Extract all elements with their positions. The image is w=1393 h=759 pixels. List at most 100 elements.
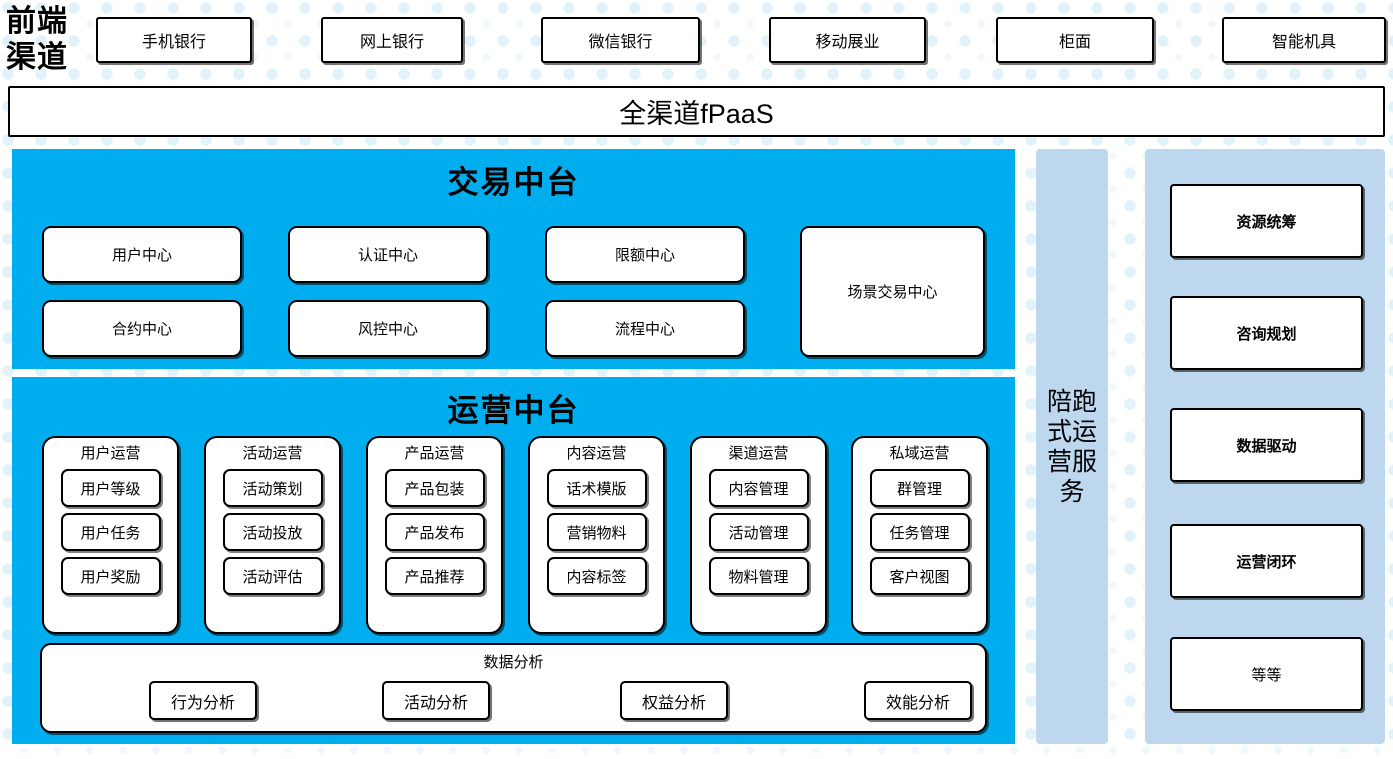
ops-column-title: 用户运营 (80, 445, 141, 462)
ops-item-6-2[interactable]: 任务管理 (869, 513, 970, 551)
ops-item-label: 话术模版 (566, 480, 627, 498)
channel-box-1[interactable]: 手机银行 (96, 17, 252, 63)
channel-box-2[interactable]: 网上银行 (321, 17, 463, 63)
analysis-item-2[interactable]: 活动分析 (382, 681, 490, 720)
capability-item-label: 咨询规划 (1236, 325, 1297, 343)
analysis-item-label: 效能分析 (885, 694, 950, 712)
trade-box-6[interactable]: 流程中心 (545, 300, 745, 357)
ops-column-title: 私域运营 (889, 445, 950, 462)
ops-item-2-3[interactable]: 活动评估 (222, 557, 323, 595)
trade-box-1[interactable]: 用户中心 (42, 226, 242, 283)
trade-box-label: 流程中心 (614, 321, 675, 338)
trade-box-scene-transaction-center[interactable]: 场景交易中心 (800, 226, 985, 357)
channel-box-label: 手机银行 (141, 34, 206, 51)
ops-item-label: 内容标签 (566, 568, 627, 586)
ops-item-label: 活动评估 (242, 568, 303, 586)
channel-box-4[interactable]: 移动展业 (769, 17, 926, 63)
ops-column-2[interactable]: 活动运营活动策划活动投放活动评估 (204, 436, 341, 634)
analysis-item-1[interactable]: 行为分析 (149, 681, 257, 720)
channel-box-6[interactable]: 智能机具 (1222, 17, 1386, 63)
ops-item-5-1[interactable]: 内容管理 (708, 469, 809, 507)
ops-item-5-3[interactable]: 物料管理 (708, 557, 809, 595)
analysis-item-4[interactable]: 效能分析 (864, 681, 972, 720)
ops-item-4-3[interactable]: 内容标签 (546, 557, 647, 595)
ops-column-1[interactable]: 用户运营用户等级用户任务用户奖励 (42, 436, 179, 634)
trade-box-label: 用户中心 (111, 247, 172, 264)
trade-box-label: 合约中心 (111, 321, 172, 338)
analysis-item-label: 活动分析 (403, 694, 468, 712)
channel-box-label: 智能机具 (1271, 34, 1336, 51)
ops-item-5-2[interactable]: 活动管理 (708, 513, 809, 551)
capability-column: 资源统筹咨询规划数据驱动运营闭环等等 (1145, 149, 1385, 744)
trade-box-label: 认证中心 (357, 247, 418, 264)
capability-item-4[interactable]: 运营闭环 (1170, 524, 1363, 598)
channel-box-5[interactable]: 柜面 (996, 17, 1154, 63)
ops-item-6-1[interactable]: 群管理 (869, 469, 970, 507)
omnichannel-fpaas-label: 全渠道fPaaS (619, 99, 774, 129)
ops-item-label: 活动策划 (242, 480, 303, 498)
ops-item-label: 群管理 (896, 480, 942, 498)
accompanying-operation-service-strip: 陪跑式运营服务 (1036, 149, 1108, 744)
ops-column-title: 渠道运营 (728, 445, 789, 462)
ops-column-title: 产品运营 (404, 445, 465, 462)
front-channel-row: 前端 渠道 手机银行网上银行微信银行移动展业柜面智能机具 (0, 0, 1393, 80)
ops-item-label: 产品包装 (404, 480, 465, 498)
operation-platform-title: 运营中台 (447, 393, 580, 428)
trade-box-label: 限额中心 (614, 247, 675, 264)
ops-item-1-3[interactable]: 用户奖励 (60, 557, 161, 595)
ops-item-label: 任务管理 (889, 524, 950, 542)
channel-box-label: 柜面 (1058, 34, 1091, 51)
ops-item-3-2[interactable]: 产品发布 (384, 513, 485, 551)
ops-item-6-3[interactable]: 客户视图 (869, 557, 970, 595)
ops-item-2-2[interactable]: 活动投放 (222, 513, 323, 551)
capability-item-label: 数据驱动 (1236, 437, 1297, 455)
trade-box-scene-label: 场景交易中心 (847, 284, 938, 301)
ops-item-label: 内容管理 (728, 480, 789, 498)
channel-box-3[interactable]: 微信银行 (541, 17, 700, 63)
ops-item-1-2[interactable]: 用户任务 (60, 513, 161, 551)
channel-box-label: 移动展业 (815, 34, 880, 51)
capability-item-label: 运营闭环 (1236, 553, 1297, 571)
service-strip-label: 陪跑式运营服务 (1046, 387, 1097, 506)
ops-column-title: 内容运营 (566, 445, 627, 462)
trade-platform-title: 交易中台 (447, 165, 580, 200)
ops-item-3-1[interactable]: 产品包装 (384, 469, 485, 507)
ops-column-3[interactable]: 产品运营产品包装产品发布产品推荐 (366, 436, 503, 634)
trade-box-3[interactable]: 限额中心 (545, 226, 745, 283)
capability-item-3[interactable]: 数据驱动 (1170, 408, 1363, 482)
ops-item-label: 产品发布 (404, 524, 465, 542)
ops-column-4[interactable]: 内容运营话术模版营销物料内容标签 (528, 436, 665, 634)
ops-item-label: 营销物料 (566, 524, 627, 542)
capability-item-5[interactable]: 等等 (1170, 637, 1363, 711)
data-analysis-band: 数据分析 行为分析 活动分析 权益分析 效能分析 (40, 643, 987, 733)
ops-column-5[interactable]: 渠道运营内容管理活动管理物料管理 (690, 436, 827, 634)
channel-box-label: 微信银行 (588, 34, 653, 51)
ops-item-4-2[interactable]: 营销物料 (546, 513, 647, 551)
trade-box-2[interactable]: 认证中心 (288, 226, 488, 283)
ops-column-title: 活动运营 (242, 445, 303, 462)
analysis-item-label: 权益分析 (641, 694, 706, 712)
ops-item-label: 活动管理 (728, 524, 789, 542)
ops-item-label: 物料管理 (728, 568, 789, 586)
trade-box-label: 风控中心 (357, 321, 418, 338)
capability-item-label: 资源统筹 (1236, 213, 1297, 231)
ops-item-2-1[interactable]: 活动策划 (222, 469, 323, 507)
ops-item-label: 用户奖励 (80, 568, 141, 586)
trade-box-4[interactable]: 合约中心 (42, 300, 242, 357)
trade-box-5[interactable]: 风控中心 (288, 300, 488, 357)
capability-item-2[interactable]: 咨询规划 (1170, 296, 1363, 370)
omnichannel-fpaas-band[interactable]: 全渠道fPaaS (8, 86, 1385, 137)
ops-item-label: 活动投放 (242, 524, 303, 542)
data-analysis-title: 数据分析 (483, 654, 544, 671)
capability-item-1[interactable]: 资源统筹 (1170, 184, 1363, 258)
ops-item-label: 用户等级 (80, 480, 141, 498)
front-channel-label-line-1: 前端 (6, 5, 68, 38)
ops-item-3-3[interactable]: 产品推荐 (384, 557, 485, 595)
capability-item-label: 等等 (1251, 666, 1282, 684)
channel-box-label: 网上银行 (359, 34, 424, 51)
analysis-item-3[interactable]: 权益分析 (620, 681, 728, 720)
analysis-item-label: 行为分析 (170, 694, 235, 712)
ops-column-6[interactable]: 私域运营群管理任务管理客户视图 (851, 436, 988, 634)
ops-item-1-1[interactable]: 用户等级 (60, 469, 161, 507)
ops-item-4-1[interactable]: 话术模版 (546, 469, 647, 507)
